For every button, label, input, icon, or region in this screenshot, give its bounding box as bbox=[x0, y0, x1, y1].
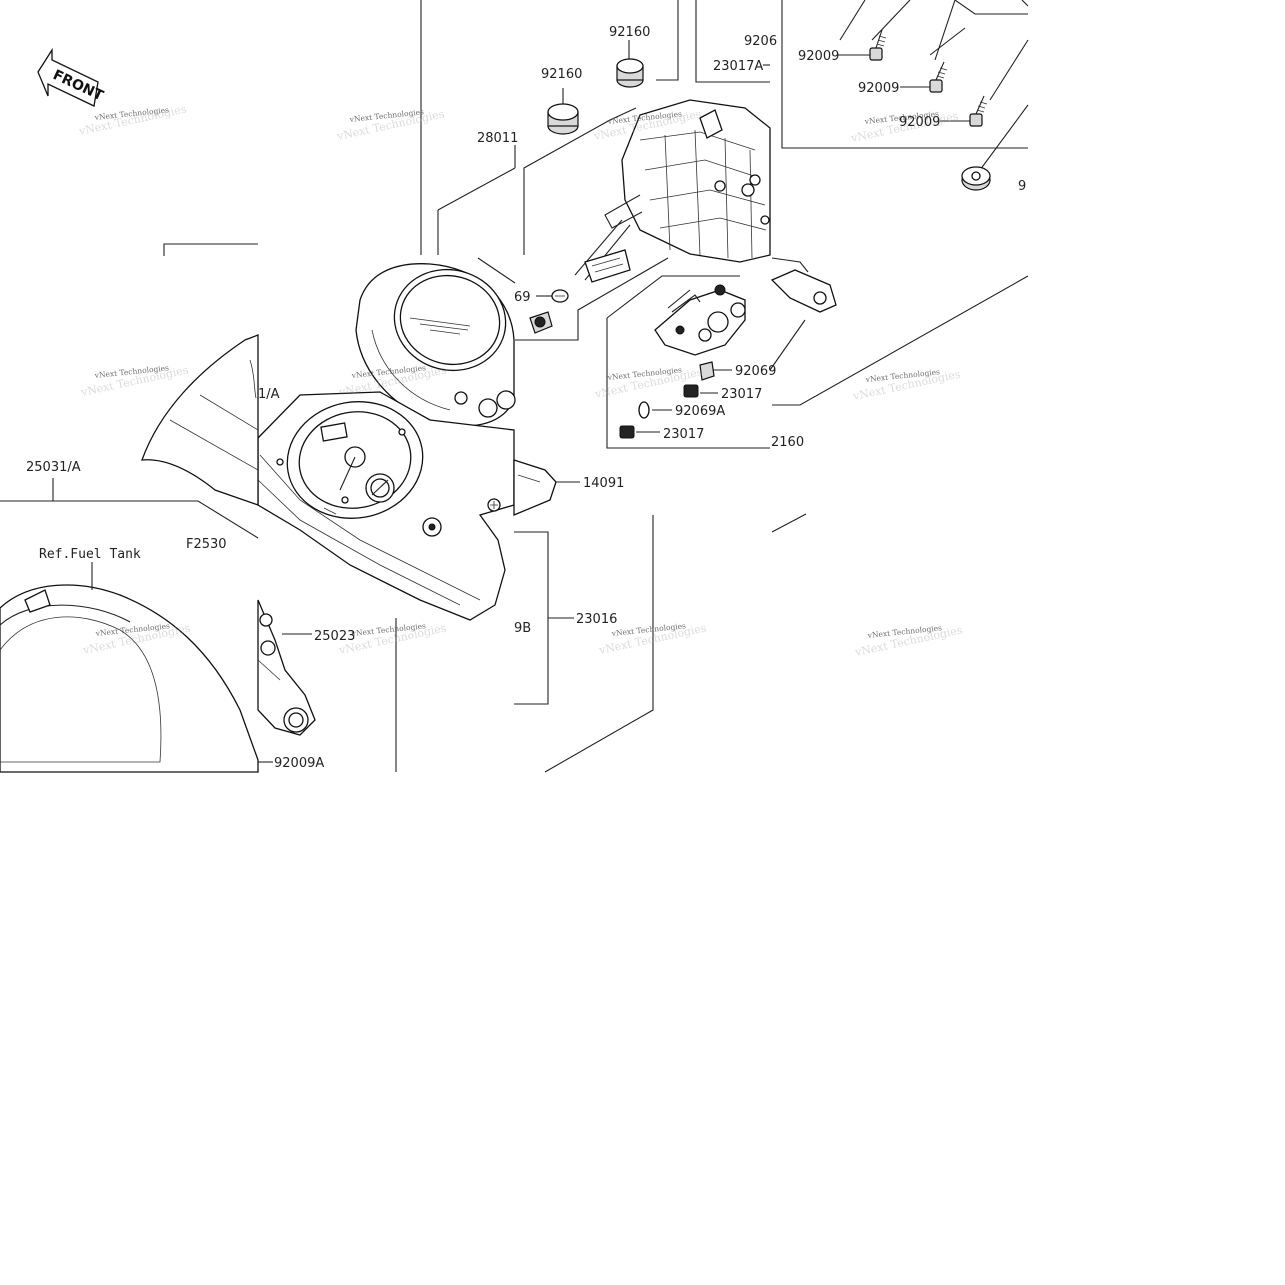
side-cover-14091-icon bbox=[487, 459, 557, 516]
label-25031A: 25031/A bbox=[26, 460, 81, 475]
instrument-panel-icon bbox=[257, 391, 515, 621]
socket-23017-a-icon bbox=[683, 384, 699, 398]
label-9206-cut: 9206 bbox=[744, 34, 777, 49]
screw-92009-c-icon bbox=[969, 95, 988, 127]
socket-bracket-icon bbox=[654, 284, 746, 356]
part-labels: 92160 92160 9206 23017A 92009 92009 9200… bbox=[26, 25, 1026, 771]
label-92009-c: 92009 bbox=[899, 115, 940, 130]
label-23016: 23016 bbox=[576, 612, 617, 627]
speedometer-unit-icon bbox=[355, 263, 516, 427]
screw-92009-b-icon bbox=[929, 61, 948, 93]
label-92009-b: 92009 bbox=[858, 81, 899, 96]
label-92160-left: 92160 bbox=[541, 67, 582, 82]
leader-lines bbox=[0, 0, 1029, 773]
front-arrow-icon: FRONT bbox=[37, 47, 106, 107]
grommet-92160-top-icon bbox=[616, 58, 644, 88]
bulb-92069-icon bbox=[699, 361, 715, 381]
label-92069: 92069 bbox=[735, 364, 776, 379]
mount-tab-icon bbox=[770, 257, 837, 313]
label-F2530: F2530 bbox=[186, 537, 227, 552]
fuel-tank-icon bbox=[0, 562, 259, 773]
label-92009-a: 92009 bbox=[798, 49, 839, 64]
grommet-92160-left-icon bbox=[547, 103, 579, 135]
socket-23017-b-icon bbox=[619, 425, 635, 439]
cover-edge-icon bbox=[954, 0, 1029, 15]
label-1A-cut: 1/A bbox=[258, 387, 280, 402]
bracket-25023-icon bbox=[257, 599, 316, 736]
label-14091: 14091 bbox=[583, 476, 624, 491]
grommet-right-icon bbox=[961, 166, 991, 191]
label-ref-fuel-tank: Ref.Fuel Tank bbox=[39, 547, 141, 562]
meter-housing-rear-icon bbox=[574, 99, 771, 283]
label-23017-a: 23017 bbox=[721, 387, 762, 402]
label-9-cut: 9 bbox=[1018, 179, 1026, 194]
tank-cover-icon bbox=[141, 334, 259, 506]
label-92069A: 92069A bbox=[675, 404, 725, 419]
label-28011: 28011 bbox=[477, 131, 518, 146]
bulb-92069A-icon bbox=[638, 401, 650, 419]
label-9B-cut: 9B bbox=[514, 621, 531, 636]
label-92160-top: 92160 bbox=[609, 25, 650, 40]
screw-92009-a-icon bbox=[869, 29, 887, 61]
label-25023: 25023 bbox=[314, 629, 355, 644]
bulb-socket-icon bbox=[529, 289, 569, 334]
svg-text:vNext Technologies: vNext Technologies bbox=[77, 102, 188, 138]
label-2160-cut: 2160 bbox=[771, 435, 804, 450]
label-69-cut: 69 bbox=[514, 290, 531, 305]
label-92009A: 92009A bbox=[274, 756, 324, 771]
label-23017A: 23017A bbox=[713, 59, 763, 74]
label-23017-b: 23017 bbox=[663, 427, 704, 442]
